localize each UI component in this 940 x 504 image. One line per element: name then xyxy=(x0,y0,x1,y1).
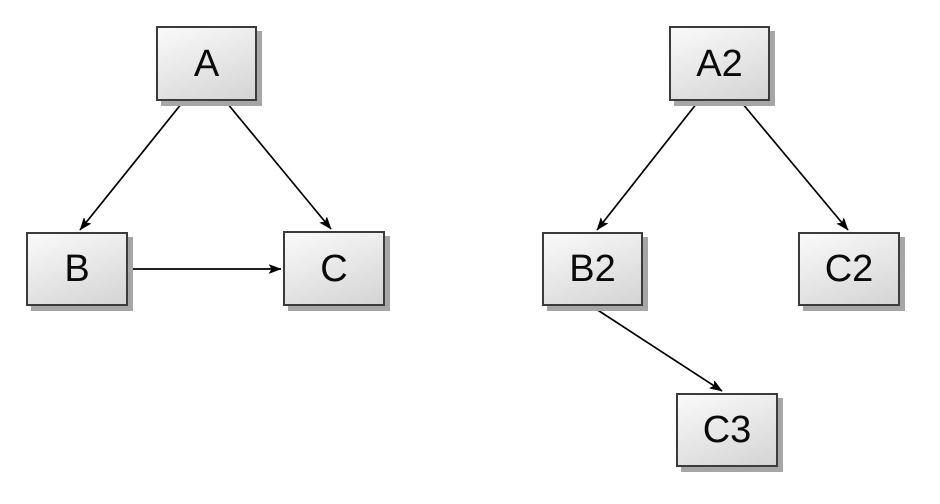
edge-A2-B2 xyxy=(596,102,698,230)
node-C: C xyxy=(283,231,385,306)
node-A: A xyxy=(156,26,257,101)
node-C3: C3 xyxy=(676,393,778,467)
edge-A2-C2 xyxy=(741,102,849,230)
node-B: B xyxy=(26,232,128,306)
edge-A-B xyxy=(79,102,183,230)
edge-B2-C3 xyxy=(592,306,722,392)
node-C2: C2 xyxy=(798,232,900,306)
node-B2: B2 xyxy=(542,232,643,306)
node-A2: A2 xyxy=(669,26,770,101)
edges-group xyxy=(79,102,849,392)
edge-A-C xyxy=(226,102,332,229)
